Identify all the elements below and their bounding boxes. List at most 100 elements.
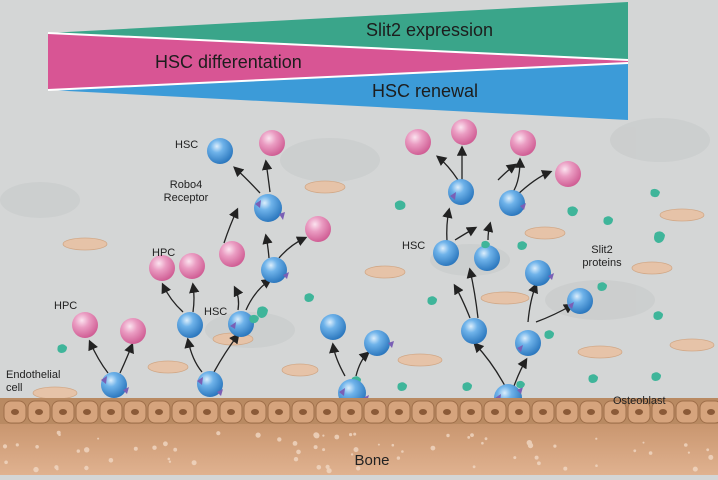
osteoblast-nucleus — [563, 409, 571, 415]
bone-speckle — [325, 464, 330, 469]
bone-speckle — [513, 456, 517, 460]
bone-speckle — [322, 434, 325, 437]
bone-speckle — [277, 437, 282, 442]
hsc-cells — [101, 138, 593, 412]
endothelial-label-2: cell — [6, 382, 23, 394]
bone-speckle — [35, 445, 39, 449]
bone-speckle — [15, 443, 19, 447]
bone-speckle — [430, 445, 436, 451]
osteoblast-nucleus — [131, 409, 139, 415]
bone-speckle — [563, 466, 568, 471]
bone-speckle — [595, 464, 598, 468]
slit2-expression-band — [48, 2, 628, 60]
osteoblast-nucleus — [11, 409, 19, 415]
osteoblast-label: Osteoblast — [613, 395, 666, 407]
endothelial-label-1: Endothelial — [6, 369, 61, 381]
osteoblast-nucleus — [275, 409, 283, 415]
osteoblast-nucleus — [587, 409, 595, 415]
bone-speckle — [55, 467, 59, 471]
osteoblast-nucleus — [347, 409, 355, 415]
osteoblast-nucleus — [491, 409, 499, 415]
hpc-upper-label: HPC — [152, 247, 176, 259]
bone-speckle — [470, 433, 474, 437]
bound-slit2 — [249, 240, 525, 389]
bone-texture — [2, 430, 714, 474]
bone-speckle — [377, 443, 380, 446]
bone-speckle — [687, 451, 691, 454]
osteoblast-nucleus — [443, 409, 451, 415]
bone-speckle — [316, 465, 322, 470]
slit2-expression-label: Slit2 expression — [366, 20, 494, 40]
osteoblast-nucleus — [611, 409, 619, 415]
bone-speckle — [84, 447, 90, 453]
bone-speckle — [642, 441, 645, 444]
hsc-renewal-label: HSC renewal — [372, 81, 479, 101]
bone-speckle — [133, 446, 138, 451]
bone-speckle — [296, 449, 301, 455]
bone-speckle — [313, 432, 319, 438]
bone-speckle — [313, 445, 318, 450]
osteoblast-nucleus — [371, 409, 379, 415]
bone-speckle — [684, 443, 688, 447]
bone-speckle — [353, 432, 357, 436]
bone-speckle — [167, 457, 171, 461]
osteoblast-nucleus — [227, 409, 235, 415]
osteoblast-nucleus — [155, 409, 163, 415]
bone-speckle — [350, 453, 354, 456]
bone-speckle — [595, 437, 598, 440]
hsc-mid-label: HSC — [204, 306, 228, 318]
bone-speckle — [633, 449, 637, 453]
arrows — [88, 145, 575, 387]
hpc-lower-label: HPC — [54, 300, 78, 312]
bone-speckle — [334, 434, 340, 440]
bone-speckle — [472, 465, 476, 469]
slit2-proteins-label-2: proteins — [582, 257, 622, 269]
bone-speckle — [152, 445, 157, 450]
osteoblast-nucleus — [683, 409, 691, 415]
robo4-receptors — [101, 192, 574, 402]
hsc-differentiation-label: HSC differentation — [155, 52, 302, 72]
bone-speckle — [168, 460, 172, 463]
bone-speckle — [108, 458, 114, 463]
bone-speckle — [534, 455, 539, 460]
osteoblast-nucleus — [59, 409, 67, 415]
bone-speckle — [4, 460, 8, 465]
bone-speckle — [356, 466, 361, 471]
osteoblast-nucleus — [35, 409, 43, 415]
bone-speckle — [322, 448, 326, 452]
bone-speckle — [527, 442, 534, 449]
osteoblast-nucleus — [419, 409, 427, 415]
bone-label: Bone — [354, 452, 390, 469]
bone-speckle — [349, 433, 353, 437]
hsc-differentiation-band — [48, 33, 628, 90]
slit2-proteins-label-1: Slit2 — [591, 244, 613, 256]
osteoblast-layer — [0, 398, 718, 426]
osteoblast-nucleus — [515, 409, 523, 415]
bone-speckle — [481, 441, 484, 445]
bone-speckle — [446, 433, 450, 438]
bone-speckle — [467, 436, 471, 439]
bone-speckle — [163, 441, 168, 447]
bone-speckle — [76, 449, 81, 453]
bone-speckle — [58, 433, 61, 437]
osteoblast-nucleus — [323, 409, 331, 415]
bone-speckle — [326, 468, 332, 474]
bone-speckle — [84, 465, 89, 471]
bone-speckle — [33, 466, 39, 473]
osteoblast-nucleus — [83, 409, 91, 415]
osteoblast-nucleus — [395, 409, 403, 415]
bone-speckle — [293, 457, 299, 462]
bone-speckle — [353, 447, 359, 453]
hsc-right-label: HSC — [402, 240, 426, 252]
bone-speckle — [648, 451, 653, 455]
osteoblast-nucleus — [539, 409, 547, 415]
bone-speckle — [484, 437, 488, 441]
robo4-label: Robo4 — [169, 179, 203, 191]
osteoblast-nucleus — [179, 409, 187, 415]
hsc-renewal-band — [48, 63, 628, 120]
osteoblast-nucleus — [467, 409, 475, 415]
bone-speckle — [292, 441, 298, 446]
bone-speckle — [255, 432, 261, 438]
bone-speckle — [173, 447, 178, 452]
